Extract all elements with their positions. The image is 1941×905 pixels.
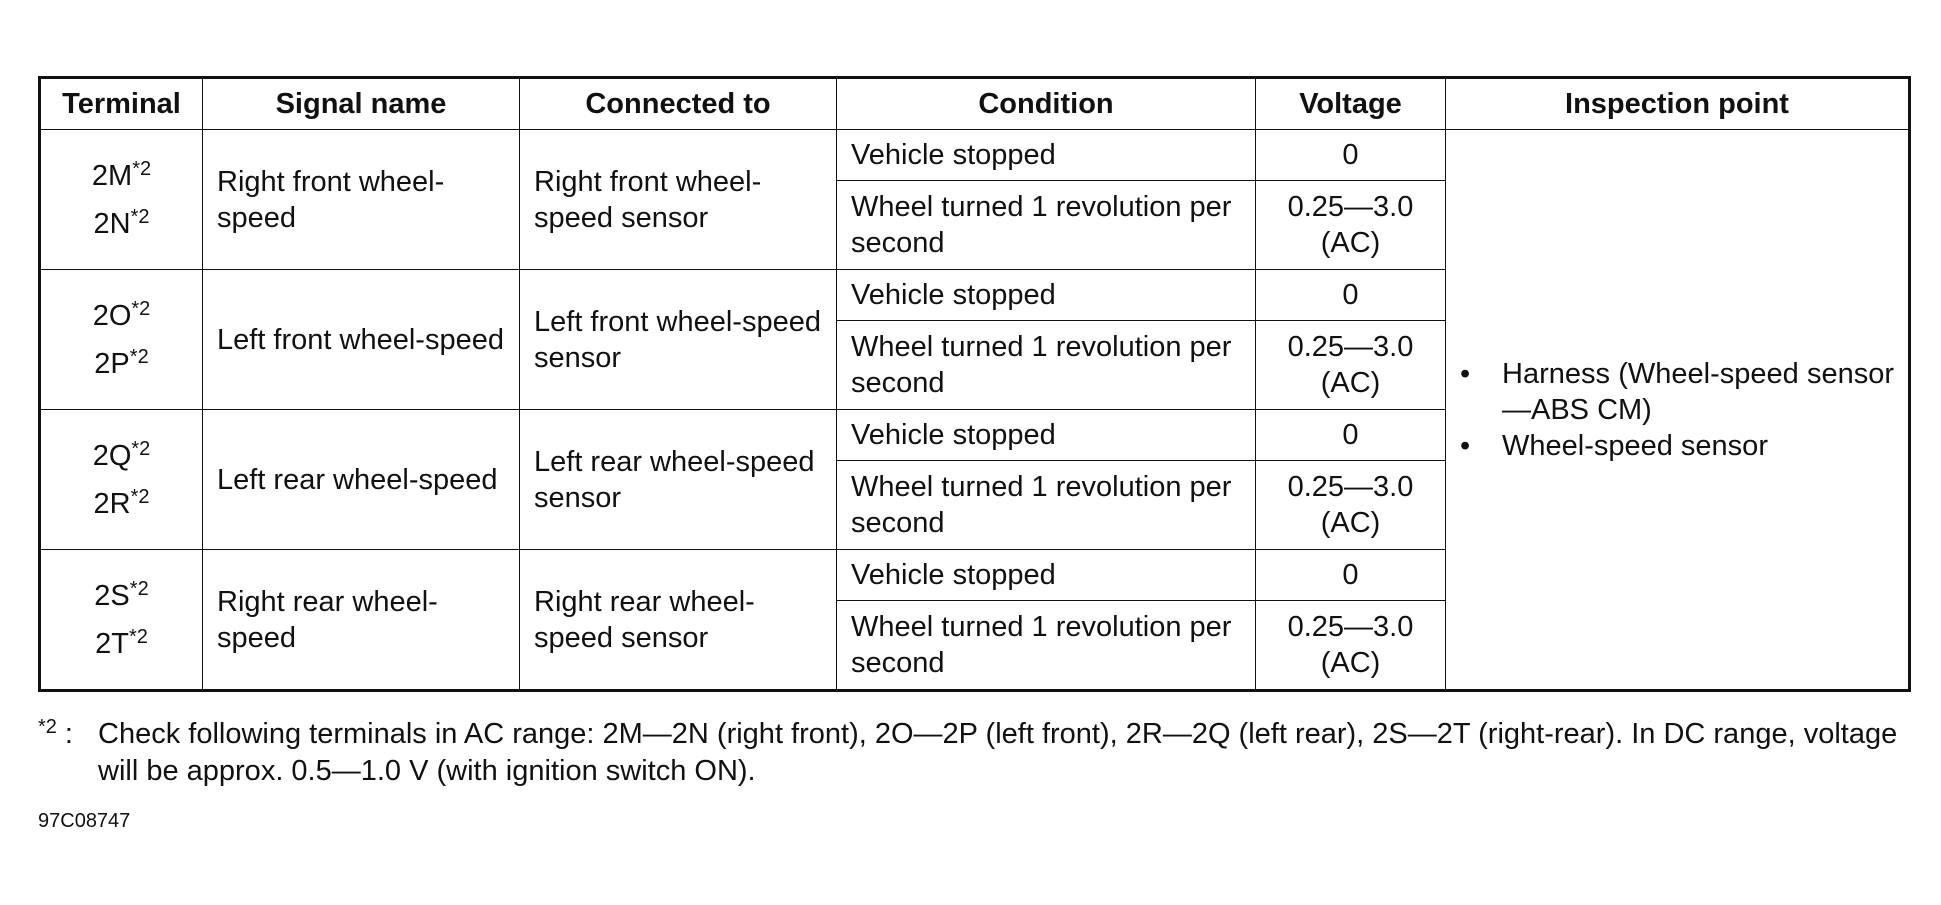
table-row: Wheel turned 1 revolution per second 0.2… (40, 600, 1910, 691)
terminal-cell: 2M*2 2N*2 (39, 129, 203, 270)
table-row: Wheel turned 1 revolution per second 0.2… (40, 460, 1910, 550)
voltage-cell: 0 (1255, 129, 1446, 181)
table-row: 2M*2 2N*2 Right front wheel-speed Right … (39, 129, 1910, 691)
connected-to-cell: Right rear wheel-speed sensor (519, 549, 837, 691)
header-condition: Condition (836, 77, 1256, 130)
signal-name-cell: Left rear wheel-speed (202, 409, 520, 550)
terminal-label: 2R (93, 487, 131, 520)
condition-cell: Wheel turned 1 revolution per second (836, 600, 1256, 691)
footnote-ref: *2 (130, 205, 150, 228)
terminal-cell: 2O*2 2P*2 (39, 269, 203, 410)
header-voltage: Voltage (1255, 77, 1446, 130)
voltage-cell: 0 (1255, 549, 1446, 601)
inspection-point-cell: • Harness (Wheel-speed sensor—ABS CM) • Wh… (1445, 129, 1910, 691)
terminal-label: 2M (91, 159, 133, 192)
header-signal-name: Signal name (202, 77, 520, 130)
table-row: 2O*2 2P*2 Left front wheel-speed Left fr… (39, 269, 1910, 410)
table-row: Wheel turned 1 revolution per second 0.2… (40, 320, 1910, 410)
terminal-label: 2N (93, 207, 131, 240)
list-item: • Harness (Wheel-speed sensor—ABS CM) (1460, 356, 1894, 428)
connected-to-cell: Left rear wheel-speed sensor (519, 409, 837, 550)
terminal-spec-table: Terminal Signal name Connected to Condit… (38, 76, 1911, 692)
footnote-ref: *2 (130, 485, 150, 508)
footnote-text: Check following terminals in AC range: 2… (98, 718, 1898, 787)
voltage-cell: 0 (1255, 409, 1446, 461)
terminal-label: 2P (94, 347, 130, 380)
figure-code: 97C08747 (38, 810, 131, 832)
signal-name-cell: Left front wheel-speed (202, 269, 520, 410)
header-connected-to: Connected to (519, 77, 837, 130)
bullet-icon: • (1460, 357, 1471, 390)
header-row: Terminal Signal name Connected to Condit… (39, 77, 1910, 130)
inspection-item: Wheel-speed sensor (1502, 429, 1768, 462)
footnote-ref: *2 (129, 345, 149, 368)
voltage-cell: 0.25—3.0 (AC) (1255, 600, 1446, 691)
condition-cell: Wheel turned 1 revolution per second (836, 460, 1256, 550)
footnote-marker: *2: (38, 716, 98, 790)
condition-cell: Vehicle stopped (836, 129, 1256, 181)
table-row: 2Q*2 2R*2 Left rear wheel-speed Left rea… (39, 409, 1910, 550)
terminal-cell: 2S*2 2T*2 (39, 549, 203, 691)
footnote-ref: *2 (131, 437, 151, 460)
footnote-ref: *2 (128, 625, 148, 648)
voltage-cell: 0.25—3.0 (AC) (1255, 180, 1446, 270)
voltage-cell: 0.25—3.0 (AC) (1255, 460, 1446, 550)
terminal-cell: 2Q*2 2R*2 (39, 409, 203, 550)
signal-name-cell: Right front wheel-speed (202, 129, 520, 270)
table-row: 2S*2 2T*2 Right rear wheel-speed Right r… (39, 549, 1910, 691)
header-inspection-point: Inspection point (1445, 77, 1910, 130)
terminal-label: 2O (92, 299, 132, 332)
inspection-item: Harness (Wheel-speed sensor—ABS CM) (1502, 357, 1894, 426)
footnote-separator: : (64, 718, 73, 750)
condition-cell: Vehicle stopped (836, 409, 1256, 461)
footnote-ref: *2 (132, 157, 152, 180)
list-item: • Wheel-speed sensor (1460, 428, 1894, 464)
condition-cell: Wheel turned 1 revolution per second (836, 320, 1256, 410)
terminal-label: 2S (94, 579, 130, 612)
bullet-icon: • (1460, 429, 1471, 462)
inspection-list: • Harness (Wheel-speed sensor—ABS CM) • Wh… (1460, 356, 1894, 464)
connected-to-cell: Left front wheel-speed sensor (519, 269, 837, 410)
footnote-ref: *2 (129, 577, 149, 600)
voltage-cell: 0.25—3.0 (AC) (1255, 320, 1446, 410)
terminal-label: 2T (95, 627, 129, 660)
condition-cell: Vehicle stopped (836, 269, 1256, 321)
header-terminal: Terminal (39, 77, 203, 130)
terminal-label: 2Q (92, 439, 132, 472)
connected-to-cell: Right front wheel-speed sensor (519, 129, 837, 270)
voltage-cell: 0 (1255, 269, 1446, 321)
footnote: *2: Check following terminals in AC rang… (38, 716, 1918, 790)
condition-cell: Wheel turned 1 revolution per second (836, 180, 1256, 270)
condition-cell: Vehicle stopped (836, 549, 1256, 601)
signal-name-cell: Right rear wheel-speed (202, 549, 520, 691)
footnote-ref: *2 (131, 297, 151, 320)
footnote-ref: *2 (38, 716, 57, 738)
